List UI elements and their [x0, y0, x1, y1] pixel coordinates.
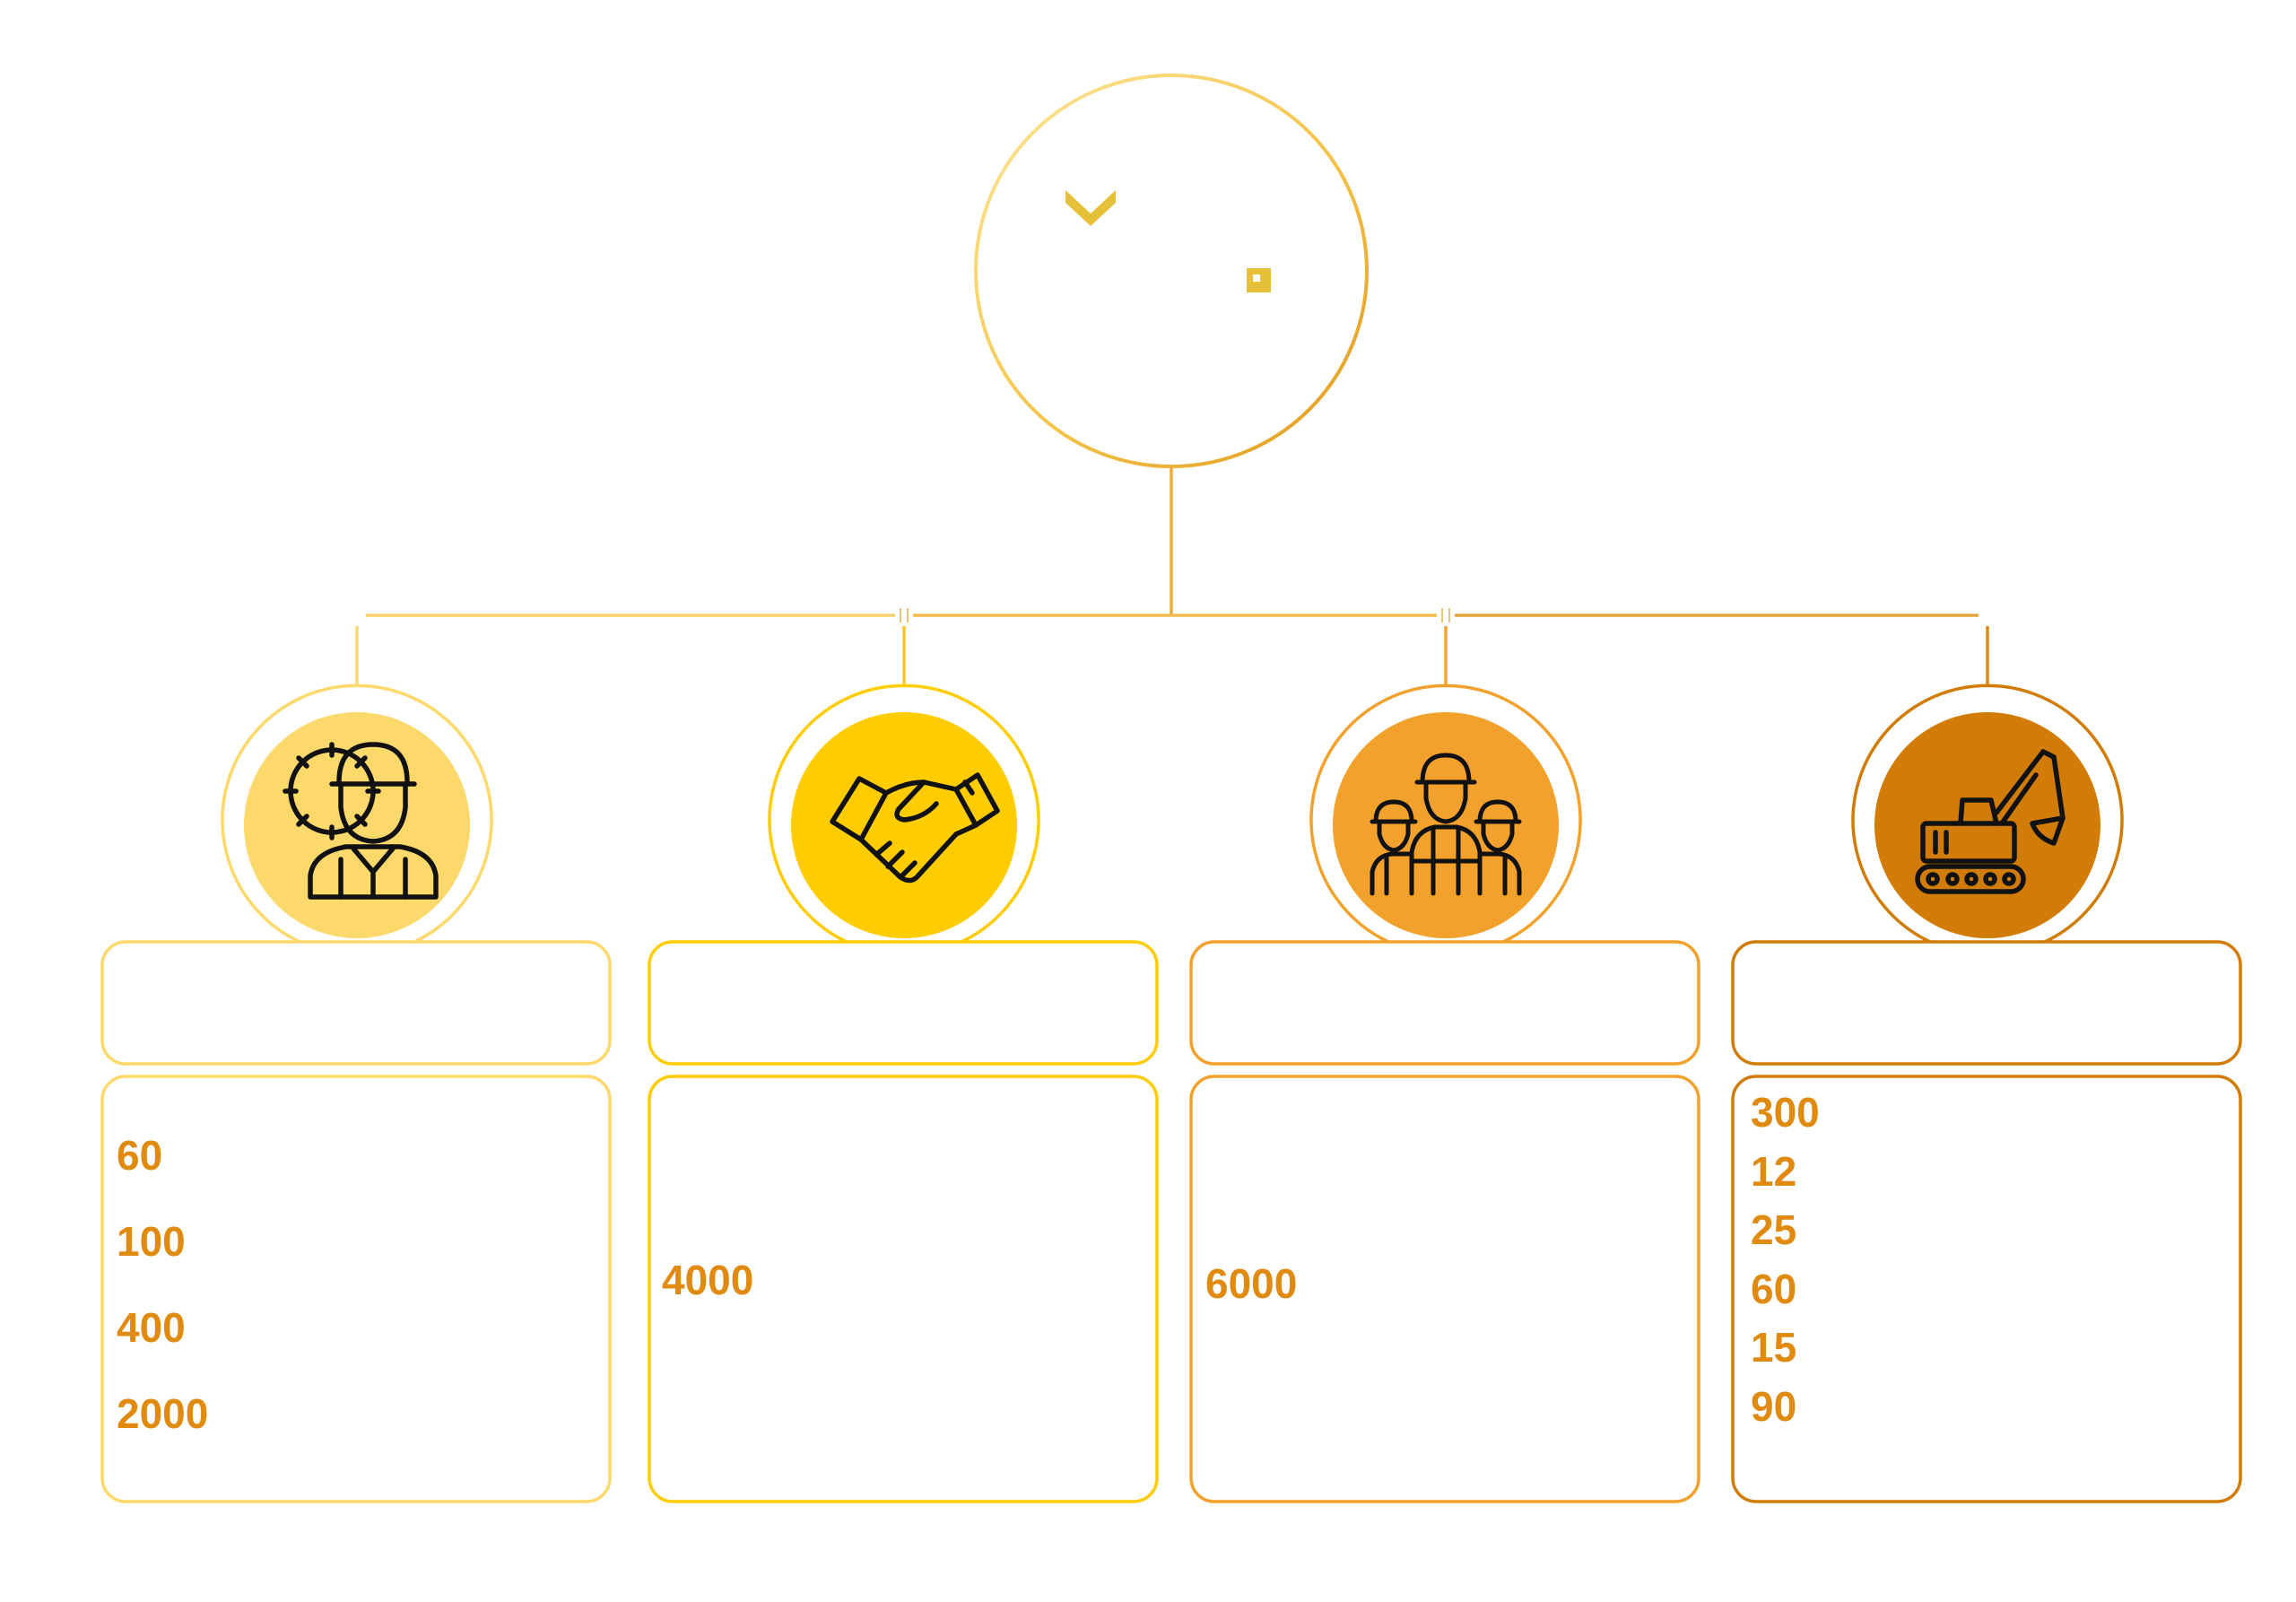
branch-2-values: 4000	[662, 1256, 1146, 1304]
branch-3-body-box	[1189, 1075, 1700, 1503]
branch-4-values: 300 12 25 60 15 90	[1751, 1085, 2235, 1438]
top-node-ring	[974, 74, 1369, 468]
branch-3-values: 6000	[1205, 1259, 1690, 1308]
value-item: 90	[1751, 1382, 1797, 1430]
value-item: 100	[117, 1218, 186, 1265]
excavator-icon	[1915, 749, 2066, 894]
connector-lines	[355, 466, 1989, 689]
value-item: 15	[1751, 1324, 1797, 1371]
branch-2-header-box	[648, 940, 1159, 1066]
branch-2-body-box	[648, 1075, 1159, 1503]
value-item: 4000	[662, 1257, 754, 1303]
branch-1-body-box	[100, 1075, 612, 1503]
branch-1	[100, 683, 612, 1503]
branch-4-body-box	[1731, 1075, 2242, 1503]
branch-1-header-box	[100, 940, 612, 1066]
bar-gap-marks	[900, 608, 1450, 623]
chevron-down-icon	[1065, 190, 1116, 226]
value-item: 6000	[1205, 1260, 1298, 1307]
value-item: 12	[1751, 1147, 1797, 1195]
workers-group-icon	[1370, 753, 1522, 896]
top-node	[974, 74, 1369, 468]
value-item: 400	[117, 1304, 186, 1351]
handshake-icon	[830, 772, 1000, 884]
branch-3-header-box	[1189, 940, 1700, 1066]
value-item: 60	[117, 1132, 163, 1179]
small-square-icon	[1247, 268, 1271, 292]
branch-4	[1731, 683, 2242, 1503]
branch-2-badge	[791, 712, 1017, 938]
value-item: 25	[1751, 1206, 1797, 1253]
branch-1-values: 60 100 400 2000	[117, 1128, 601, 1523]
value-item: 2000	[117, 1390, 209, 1437]
value-item: 300	[1751, 1089, 1820, 1136]
branch-4-header-box	[1731, 940, 2242, 1066]
engineer-gear-icon	[283, 742, 439, 900]
branch-2	[648, 683, 1159, 1503]
value-item: 60	[1751, 1265, 1797, 1312]
branch-3	[1189, 683, 1700, 1503]
